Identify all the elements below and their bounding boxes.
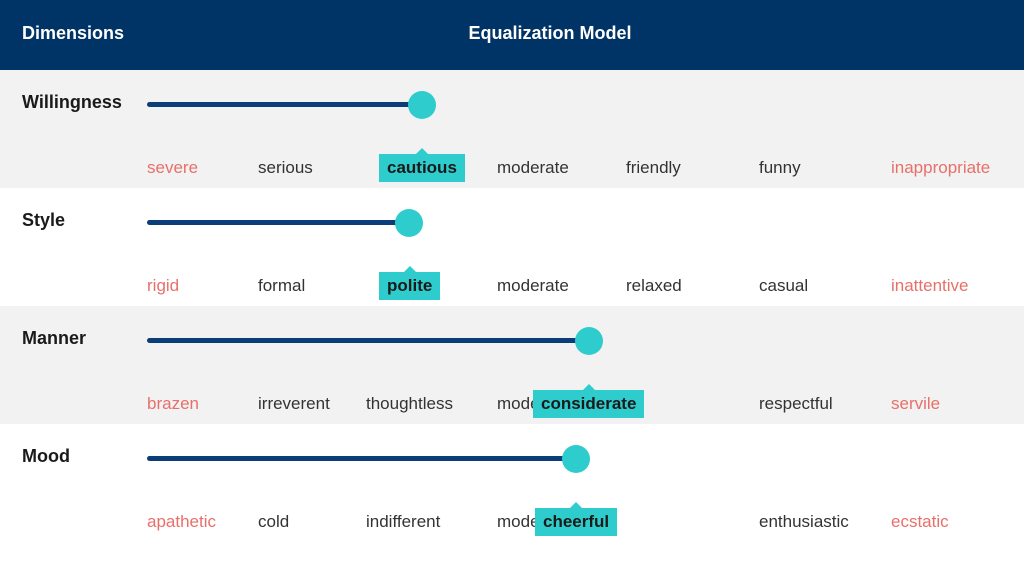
dimension-name: Willingness bbox=[22, 92, 122, 112]
option-label[interactable]: moderate bbox=[497, 158, 569, 177]
option-label[interactable]: moderate bbox=[497, 276, 569, 295]
slider-handle[interactable] bbox=[574, 327, 603, 355]
option-label[interactable]: servile bbox=[891, 394, 941, 413]
dimension-name: Style bbox=[22, 210, 66, 230]
slider-track bbox=[147, 456, 576, 461]
option-label[interactable]: inappropriate bbox=[891, 158, 991, 177]
slider-handle[interactable] bbox=[395, 209, 424, 237]
dimension-row-style: Style rigid formal polite moderate relaxed cas… bbox=[0, 188, 1024, 306]
header-bar: Dimensions Equalization Model bbox=[0, 0, 1024, 70]
option-label[interactable]: inattentive bbox=[891, 276, 969, 295]
option-label[interactable]: ecstatic bbox=[891, 512, 949, 531]
option-label[interactable]: apathetic bbox=[147, 512, 216, 531]
equalization-model-heading: Equalization Model bbox=[468, 23, 632, 43]
option-label[interactable]: thoughtless bbox=[366, 394, 453, 413]
option-label[interactable]: rigid bbox=[147, 276, 180, 295]
option-label[interactable]: cold bbox=[258, 512, 290, 531]
slider-track bbox=[147, 220, 410, 225]
option-label[interactable]: casual bbox=[759, 276, 809, 295]
option-label[interactable]: enthusiastic bbox=[759, 512, 849, 531]
option-label[interactable]: severe bbox=[147, 158, 199, 177]
option-label[interactable]: respectful bbox=[759, 394, 833, 413]
dimension-name: Manner bbox=[22, 328, 87, 348]
selected-option[interactable]: polite bbox=[379, 266, 441, 300]
option-label[interactable]: brazen bbox=[147, 394, 199, 413]
dimension-name: Mood bbox=[22, 446, 70, 466]
selected-option[interactable]: considerate bbox=[533, 384, 645, 418]
dimension-row-willingness: Willingness severe serious cautious moderate… bbox=[0, 70, 1024, 188]
dimensions-heading: Dimensions bbox=[22, 23, 125, 43]
option-label[interactable]: friendly bbox=[626, 158, 681, 177]
option-label[interactable]: funny bbox=[759, 158, 801, 177]
slider-track bbox=[147, 102, 423, 107]
option-label[interactable]: indifferent bbox=[366, 512, 441, 531]
option-label[interactable]: relaxed bbox=[626, 276, 682, 295]
option-label[interactable]: formal bbox=[258, 276, 306, 295]
slider-handle[interactable] bbox=[408, 91, 437, 119]
slider-track bbox=[147, 338, 589, 343]
slider-handle[interactable] bbox=[561, 445, 590, 473]
option-label[interactable]: irreverent bbox=[258, 394, 330, 413]
dimension-row-manner: Mannerbrazenirreverentthoughtlessmoderat… bbox=[0, 306, 1024, 424]
selected-option[interactable]: cheerful bbox=[535, 502, 618, 536]
option-label[interactable]: serious bbox=[258, 158, 313, 177]
selected-option[interactable]: cautious bbox=[379, 148, 465, 182]
